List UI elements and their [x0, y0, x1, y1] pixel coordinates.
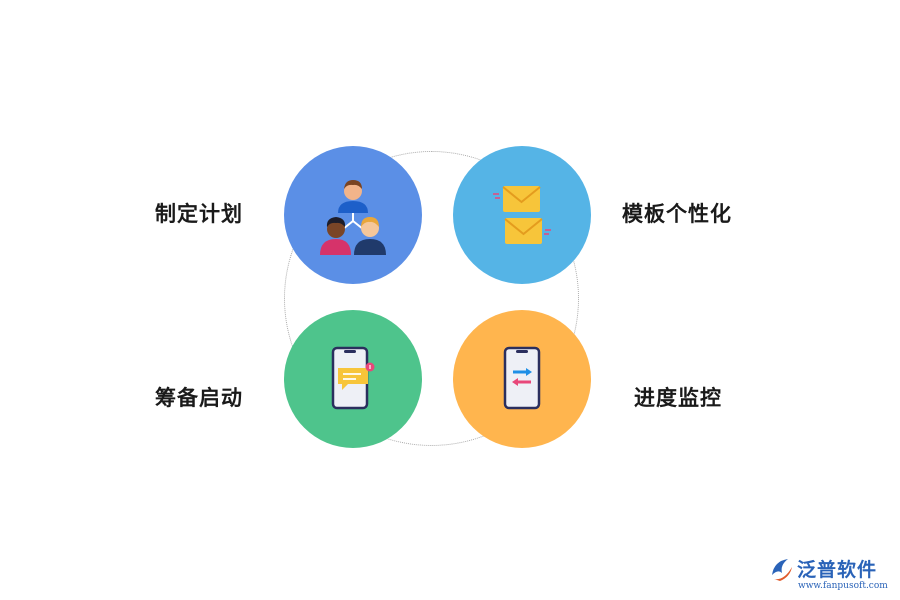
label-preparation: 筹备启动	[155, 386, 243, 410]
dotted-connector-ring	[284, 151, 579, 446]
plan-circle	[284, 146, 422, 284]
logo-mark-icon	[772, 559, 792, 581]
phone-transfer-icon	[503, 346, 541, 410]
preparation-circle	[284, 310, 422, 448]
label-template: 模板个性化	[622, 202, 732, 226]
brand-logo: 泛普软件 www.fanpusoft.com	[768, 553, 893, 595]
envelopes-icon	[493, 186, 551, 244]
progress-circle	[453, 310, 591, 448]
label-progress: 进度监控	[634, 386, 722, 410]
phone-message-icon	[331, 346, 375, 410]
logo-name: 泛普软件	[797, 559, 878, 581]
logo-url: www.fanpusoft.com	[798, 581, 888, 591]
template-circle	[453, 146, 591, 284]
people-hierarchy-icon	[320, 180, 386, 255]
label-plan: 制定计划	[155, 202, 243, 226]
